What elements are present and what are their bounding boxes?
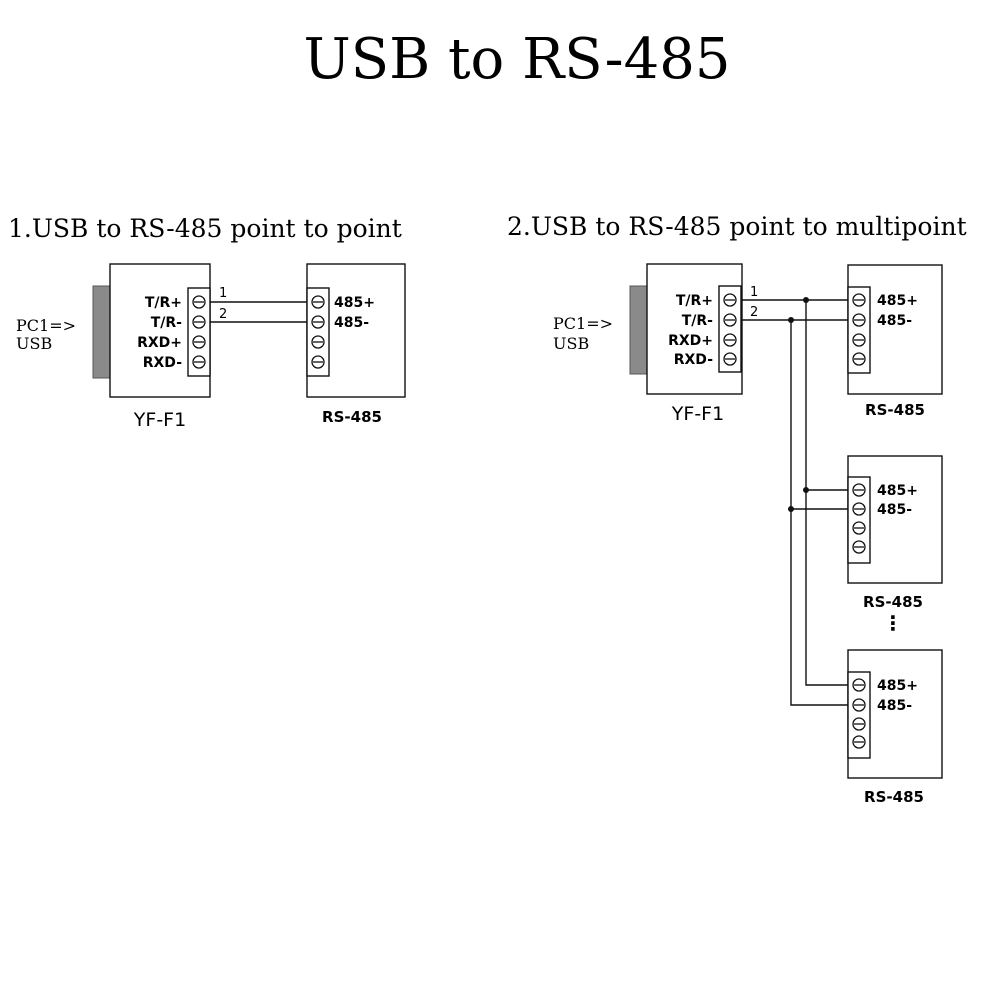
converter-name: YF-F1 <box>671 403 724 425</box>
rs485-device-2: 485+ 485- RS-485 <box>847 455 943 611</box>
device-name: RS-485 <box>322 408 382 426</box>
converter-name: YF-F1 <box>133 409 186 431</box>
wires-point-to-point: 1 2 <box>210 286 308 323</box>
pin-label: T/R+ <box>145 295 182 311</box>
screw-terminal-icon <box>723 293 737 366</box>
screw-terminal-icon <box>852 293 866 366</box>
pc-label-line2: USB <box>553 334 589 353</box>
heading-point-to-multipoint: 2.USB to RS-485 point to multipoint <box>507 212 967 241</box>
ellipsis-more-devices: ⋮ <box>883 611 903 635</box>
screw-terminal-icon <box>852 678 866 749</box>
usb-plug-icon <box>92 285 112 379</box>
junction-dot <box>788 317 794 323</box>
pin-label: 485+ <box>877 678 918 694</box>
converter-terminal-block <box>187 287 211 377</box>
converter-yf-f1: T/R+ T/R- RXD+ RXD- YF-F1 <box>109 263 211 431</box>
junction-dot <box>803 487 809 493</box>
pin-label: T/R- <box>682 313 713 329</box>
bus-line-2 <box>790 320 848 706</box>
heading-point-to-point: 1.USB to RS-485 point to point <box>8 214 402 243</box>
converter-terminal-block <box>718 285 742 373</box>
junction-dot <box>788 506 794 512</box>
usb-plug-icon <box>629 285 649 375</box>
converter-yf-f1: T/R+ T/R- RXD+ RXD- YF-F1 <box>646 263 743 425</box>
rs485-device: 485+ 485- RS-485 <box>306 263 406 426</box>
pin-label: RXD+ <box>668 333 713 349</box>
page-title: USB to RS-485 <box>304 27 731 92</box>
device-name: RS-485 <box>863 593 923 611</box>
pc-label-line1: PC1=> <box>16 316 76 335</box>
device-terminal-block <box>847 476 871 564</box>
pc-label-line2: USB <box>16 334 52 353</box>
pin-label: 485+ <box>877 483 918 499</box>
pin-label: 485- <box>877 502 912 518</box>
wires-point-to-multipoint: 1 2 <box>741 285 848 706</box>
pin-label: RXD- <box>143 355 182 371</box>
device-name: RS-485 <box>864 788 924 806</box>
pin-label: RXD- <box>674 352 713 368</box>
pin-label: T/R- <box>151 315 182 331</box>
wire-label: 2 <box>750 305 758 320</box>
pin-label: 485+ <box>877 293 918 309</box>
pin-label: 485- <box>334 315 369 331</box>
pin-label: T/R+ <box>676 293 713 309</box>
wire-label: 2 <box>219 307 227 322</box>
device-name: RS-485 <box>865 401 925 419</box>
screw-terminal-icon <box>311 295 325 369</box>
rs485-device-3: 485+ 485- RS-485 <box>847 649 943 806</box>
pc-label-line1: PC1=> <box>553 314 613 333</box>
pin-label: 485- <box>877 698 912 714</box>
rs485-device-1: 485+ 485- RS-485 <box>847 264 943 419</box>
screw-terminal-icon <box>192 295 206 369</box>
device-terminal-block <box>306 287 330 377</box>
junction-dot <box>803 297 809 303</box>
wire-label: 1 <box>219 286 227 301</box>
device-terminal-block <box>847 671 871 759</box>
screw-terminal-icon <box>852 483 866 554</box>
wire-label: 1 <box>750 285 758 300</box>
device-terminal-block <box>847 286 871 374</box>
diagram-point-to-multipoint: 2.USB to RS-485 point to multipoint PC1=… <box>507 212 967 806</box>
pin-label: 485+ <box>334 295 375 311</box>
pin-label: RXD+ <box>137 335 182 351</box>
diagram-point-to-point: 1.USB to RS-485 point to point PC1=> USB… <box>8 214 406 431</box>
bus-line-1 <box>805 300 848 686</box>
pin-label: 485- <box>877 313 912 329</box>
